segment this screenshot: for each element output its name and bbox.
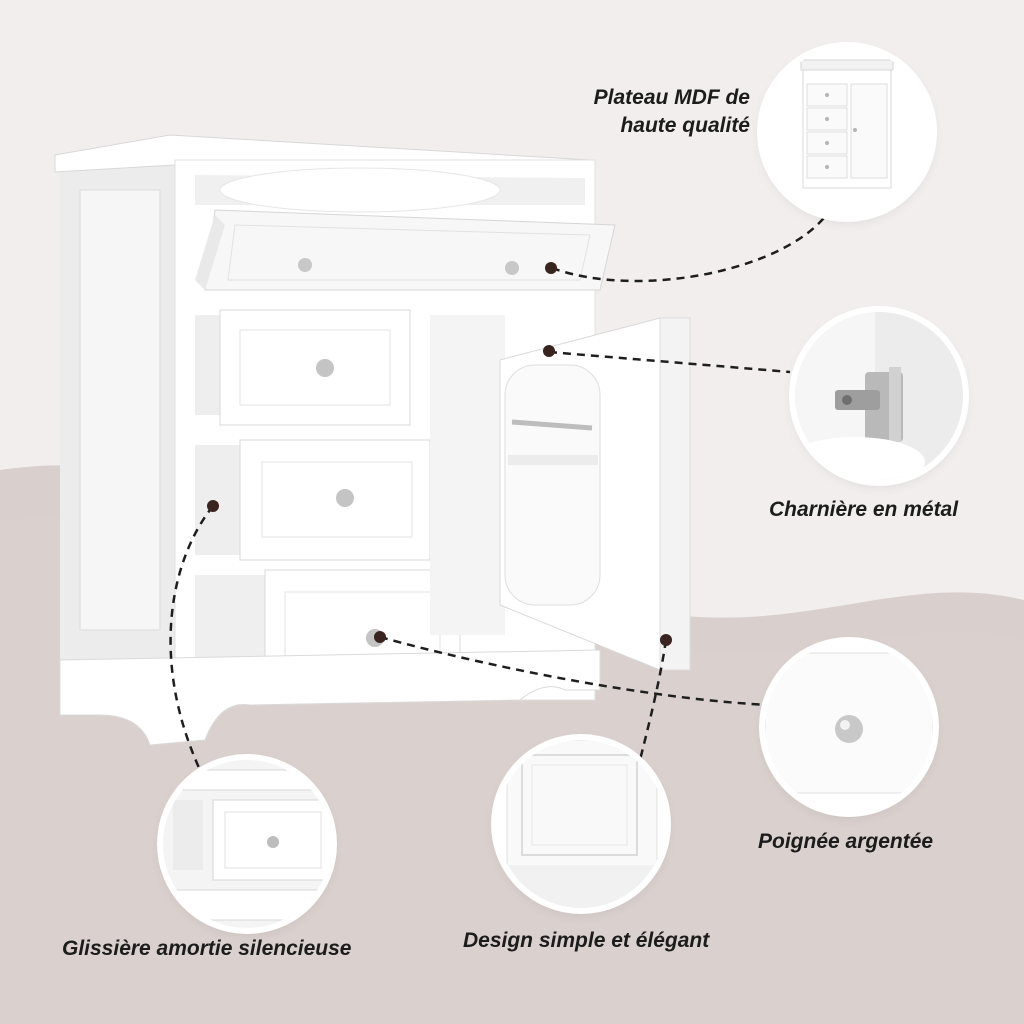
callout-dot-handle — [374, 631, 386, 643]
label-handle: Poignée argentée — [758, 830, 934, 853]
callout-dot-glide — [207, 500, 219, 512]
label-top-line2: haute qualité — [620, 114, 750, 137]
label-top-line1: Plateau MDF de — [593, 86, 750, 109]
label-design: Design simple et élégant — [463, 929, 710, 952]
label-glide: Glissière amortie silencieuse — [62, 937, 352, 960]
detail-circle-hinge — [795, 312, 963, 480]
callout-dot-hinge — [543, 345, 555, 357]
label-hinge: Charnière en métal — [769, 498, 959, 521]
detail-circle-handle — [765, 643, 933, 811]
detail-circle-top — [763, 48, 931, 216]
callout-dot-design — [660, 634, 672, 646]
detail-circle-design — [497, 740, 665, 908]
label-top: Plateau MDF de haute qualité — [560, 84, 750, 140]
callout-dot-top — [545, 262, 557, 274]
detail-circle-glide — [163, 760, 331, 928]
